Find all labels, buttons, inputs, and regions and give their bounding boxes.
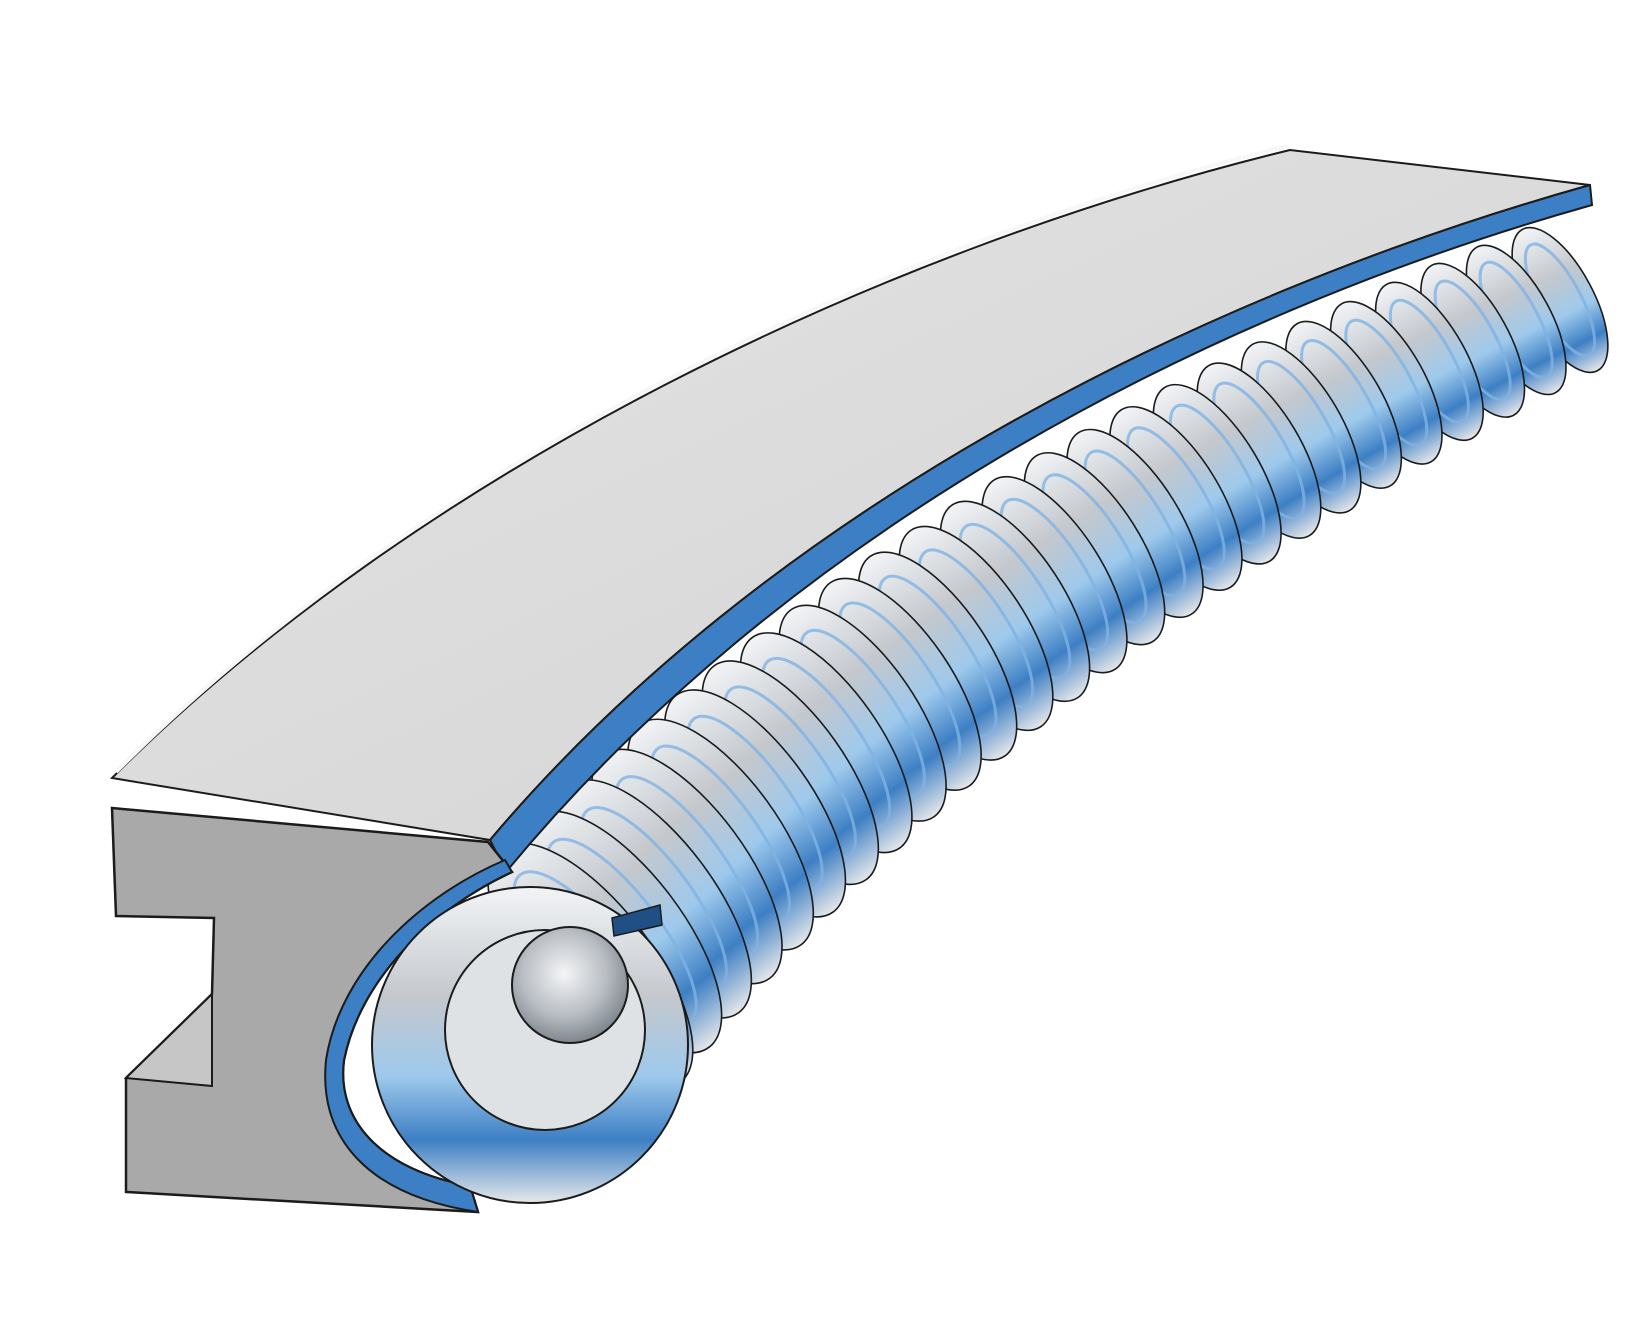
coil-wire-cut-end xyxy=(611,904,663,937)
ring-top-highlight xyxy=(114,144,1289,774)
piston-ring xyxy=(109,144,1594,1214)
ring-groove-face xyxy=(123,991,213,1088)
ring-recess-lining xyxy=(324,858,514,1214)
coil-end-inner-turn xyxy=(511,926,629,1044)
coil-end-spiral xyxy=(371,886,689,1204)
ring-blue-edge xyxy=(488,183,1594,874)
